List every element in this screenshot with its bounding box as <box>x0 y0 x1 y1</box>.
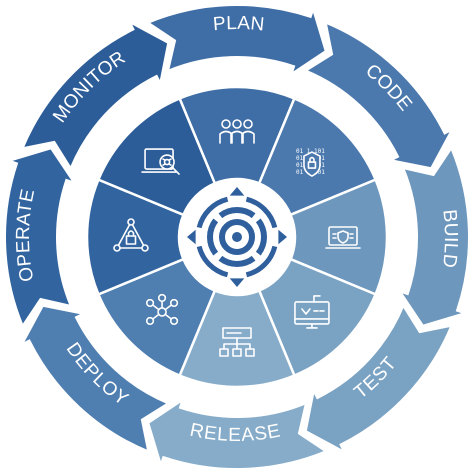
laptop-shield-icon <box>325 226 361 249</box>
stage-arrow-code <box>303 21 455 170</box>
stage-arrow-monitor <box>21 19 170 171</box>
network-hierarchy-icon <box>219 327 255 357</box>
monitor-test-icon <box>294 295 330 329</box>
stage-arrow-plan <box>146 4 327 77</box>
stage-arrow-operate <box>4 147 77 328</box>
outer-arrow-ring <box>4 4 470 470</box>
stage-arrow-test <box>304 303 453 455</box>
lock-triangle-icon <box>113 218 149 252</box>
stage-wedge-monitor <box>96 96 217 217</box>
stage-label-plan: PLAN <box>212 13 266 36</box>
target-compass-icon <box>187 187 287 287</box>
stage-label-build: BUILD <box>438 209 461 270</box>
molecule-nodes-icon <box>145 293 179 326</box>
svg-text:01 1 101: 01 1 101 <box>296 148 325 155</box>
stage-arrow-deploy <box>19 304 171 453</box>
center-hub <box>183 183 291 291</box>
bug-search-icon <box>141 148 180 175</box>
stage-arrow-release <box>147 397 328 470</box>
stage-arrow-build <box>397 146 470 327</box>
team-icon <box>219 119 255 144</box>
